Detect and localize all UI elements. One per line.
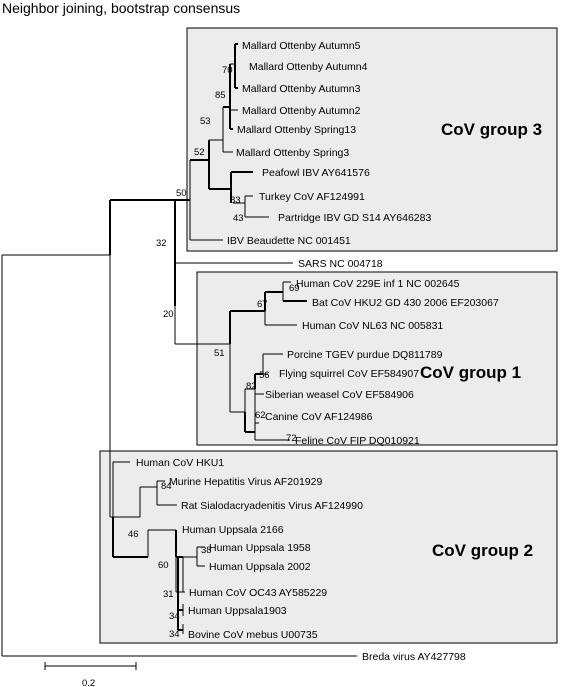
bootstrap-value: 34 <box>169 629 180 640</box>
taxon-label: Bat CoV HKU2 GD 430 2006 EF203067 <box>312 297 499 309</box>
group1-label: CoV group 1 <box>420 363 521 382</box>
scale-bar-label: 0.2 <box>82 678 95 687</box>
bootstrap-value: 60 <box>158 560 169 571</box>
bootstrap-value: 38 <box>201 545 212 556</box>
taxon-labels: Mallard Ottenby Autumn5 Mallard Ottenby … <box>136 40 499 663</box>
bootstrap-value: 72 <box>286 433 297 444</box>
taxon-label: Mallard Ottenby Spring13 <box>237 124 356 136</box>
bootstrap-value: 43 <box>233 213 244 224</box>
taxon-label: SARS NC 004718 <box>298 258 383 270</box>
bootstrap-value: 52 <box>194 147 205 158</box>
taxon-label: Human Uppsala 1958 <box>209 542 311 554</box>
bootstrap-value: 83 <box>230 195 241 206</box>
group2-label: CoV group 2 <box>432 541 533 560</box>
taxon-label: Mallard Ottenby Spring3 <box>236 147 349 159</box>
taxon-label: Partridge IBV GD S14 AY646283 <box>278 212 431 224</box>
taxon-label: Human CoV NL63 NC 005831 <box>302 320 443 332</box>
group1-box <box>196 271 558 446</box>
bootstrap-value: 51 <box>214 348 225 359</box>
bootstrap-value: 84 <box>161 481 172 492</box>
bootstrap-value: 69 <box>289 283 300 294</box>
taxon-label: Flying squirrel CoV EF584907 <box>279 368 419 380</box>
bootstrap-value: 34 <box>169 611 180 622</box>
tree-branches <box>1 43 357 657</box>
bootstrap-value: 82 <box>246 381 257 392</box>
bootstrap-value: 56 <box>259 370 270 381</box>
taxon-label: Mallard Ottenby Autumn4 <box>249 61 368 73</box>
taxon-label: Canine CoV AF124986 <box>265 411 373 423</box>
bootstrap-value: 20 <box>163 309 174 320</box>
taxon-label: Siberian weasel CoV EF584906 <box>265 389 414 401</box>
taxon-label: Human CoV 229E inf 1 NC 002645 <box>296 278 460 290</box>
taxon-label: Mallard Ottenby Autumn5 <box>242 40 361 52</box>
tree-title: Neighbor joining, bootstrap consensus <box>2 0 240 16</box>
bootstrap-value: 62 <box>255 410 266 421</box>
taxon-label: Peafowl IBV AY641576 <box>262 167 370 179</box>
taxon-label: IBV Beaudette NC 001451 <box>227 235 351 247</box>
bootstrap-value: 46 <box>128 529 139 540</box>
taxon-label: Human Uppsala 2166 <box>182 524 284 536</box>
taxon-label: Human Uppsala1903 <box>188 605 287 617</box>
bootstrap-value: 31 <box>163 589 174 600</box>
group3-label: CoV group 3 <box>441 120 542 139</box>
bootstrap-value: 85 <box>215 90 226 101</box>
taxon-label: Human CoV HKU1 <box>136 457 224 469</box>
bootstrap-value: 67 <box>257 299 268 310</box>
bootstrap-value: 53 <box>200 116 211 127</box>
bootstrap-values: 70 85 53 52 50 83 43 32 20 69 67 51 56 8… <box>128 65 300 640</box>
taxon-label: Human CoV OC43 AY585229 <box>189 587 327 599</box>
taxon-label: Turkey CoV AF124991 <box>259 191 365 203</box>
group3-box <box>186 27 558 252</box>
taxon-label: Porcine TGEV purdue DQ811789 <box>287 349 443 361</box>
taxon-label: Rat Sialodacryadenitis Virus AF124990 <box>181 500 363 512</box>
taxon-label: Human Uppsala 2002 <box>209 561 311 573</box>
scale-bar: 0.2 <box>44 662 137 687</box>
taxon-label: Feline CoV FIP DQ010921 <box>295 435 420 447</box>
taxon-label: Bovine CoV mebus U00735 <box>188 629 318 641</box>
taxon-label: Mallard Ottenby Autumn2 <box>242 105 361 117</box>
taxon-label: Mallard Ottenby Autumn3 <box>242 83 361 95</box>
taxon-label: Murine Hepatitis Virus AF201929 <box>169 476 322 488</box>
bootstrap-value: 50 <box>176 188 187 199</box>
bootstrap-value: 32 <box>156 238 167 249</box>
bootstrap-value: 70 <box>222 65 233 76</box>
taxon-label: Breda virus AY427798 <box>362 651 466 663</box>
